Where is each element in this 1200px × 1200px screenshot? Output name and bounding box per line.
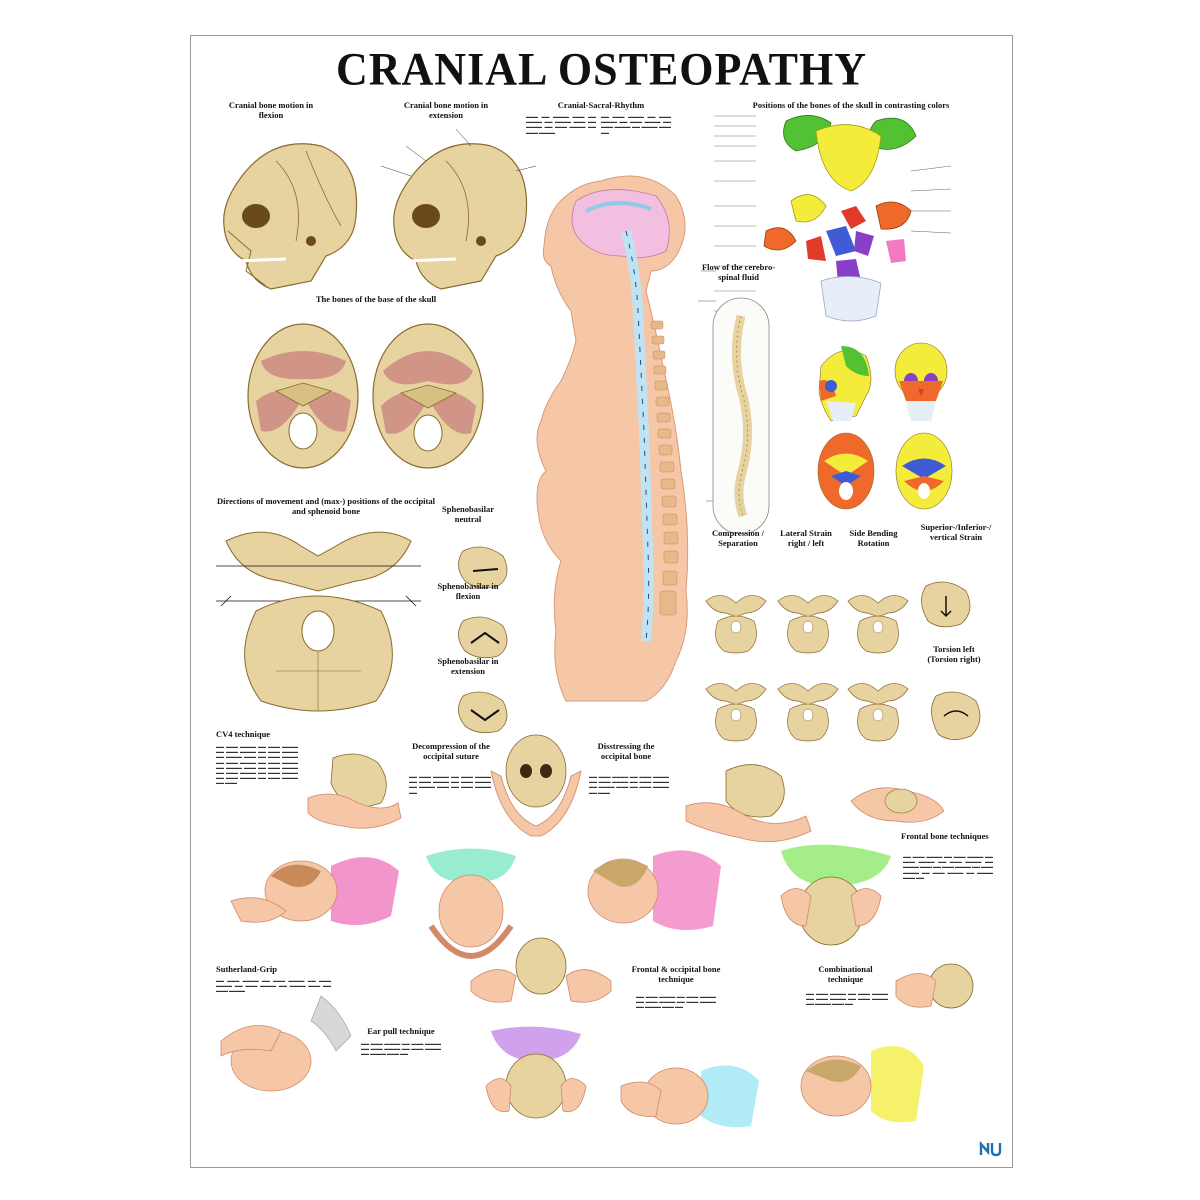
heading-sb-extension: Sphenobasilar in extension xyxy=(437,656,499,676)
colored-skull-lateral xyxy=(811,341,876,426)
skull-extension-illustration xyxy=(380,128,537,301)
heading-vertical: Superior-/Inferior-/ vertical Strain xyxy=(920,522,992,542)
heading-torsion: Torsion left (Torsion right) xyxy=(927,644,981,664)
heading-compression: Compression / Separation xyxy=(711,528,765,548)
heading-frontal: Frontal bone techniques xyxy=(901,831,989,841)
poster-title: CRANIAL OSTEOPATHY xyxy=(335,43,867,96)
patient-head-3-illustration xyxy=(563,846,723,936)
rhythm-text-block-2: ▬▬ ▬▬▬ ▬▬▬▬ ▬▬ ▬▬▬ ▬▬▬▬ ▬▬ ▬▬▬ ▬▬▬▬ ▬▬ ▬… xyxy=(601,114,671,135)
heading-base: The bones of the base of the skull xyxy=(315,294,437,304)
exploded-skull-illustration xyxy=(756,111,966,331)
cv4-technique-illustration xyxy=(303,748,403,838)
patient-head-4-illustration xyxy=(751,841,901,951)
heading-sidebending: Side Bending Rotation xyxy=(849,528,898,548)
heading-cv4: CV4 technique xyxy=(216,729,271,739)
rhythm-text-block: ▬▬▬ ▬▬ ▬▬▬▬ ▬▬▬ ▬▬ ▬▬▬▬ ▬▬ ▬▬▬▬ ▬▬▬ ▬▬ ▬… xyxy=(526,114,596,135)
heading-earpull: Ear pull technique xyxy=(367,1026,435,1036)
heading-combinational: Combinational technique xyxy=(818,964,873,984)
heading-sb-flexion: Sphenobasilar in flexion xyxy=(437,581,499,601)
heading-disstressing: Disstressing the occipital bone xyxy=(597,741,655,761)
decompression-text-block: ▬▬ ▬▬▬ ▬▬▬▬ ▬▬ ▬▬▬ ▬▬▬▬ ▬▬ ▬▬▬ ▬▬▬▬ ▬▬ ▬… xyxy=(409,774,491,795)
colored-skull-base-left xyxy=(816,431,876,511)
earpull-text-block: ▬▬ ▬▬▬ ▬▬▬▬ ▬▬ ▬▬▬ ▬▬▬▬ ▬▬ ▬▬▬ ▬▬▬▬ ▬▬ ▬… xyxy=(361,1041,441,1057)
sutherland-text-block: ▬▬ ▬▬▬ ▬▬▬▬ ▬▬ ▬▬▬ ▬▬▬▬ ▬▬ ▬▬▬ ▬▬▬▬ ▬▬ ▬… xyxy=(216,978,331,994)
disstressing-illustration xyxy=(481,731,591,841)
skull-hands-illustration xyxy=(470,931,612,1011)
earpull-illustration xyxy=(471,1026,601,1136)
patient-head-1-illustration xyxy=(230,846,401,936)
heading-decompression: Decompression of the occipital suture xyxy=(412,741,490,761)
heading-sb-neutral: Sphenobasilar neutral xyxy=(442,504,494,524)
sb-flexion-illustration xyxy=(453,611,513,661)
heading-flexion: Cranial bone motion in flexion xyxy=(228,100,314,120)
heading-extension: Cranial bone motion in extension xyxy=(403,100,489,120)
patient-head-2-illustration xyxy=(416,846,526,961)
frontal-hold-illustration xyxy=(846,771,946,831)
vertical-strain-illustration xyxy=(916,576,976,631)
heading-rhythm: Cranial-Sacral-Rhythm xyxy=(557,100,645,110)
patient-yellow-illustration xyxy=(776,1031,926,1131)
patient-blue-illustration xyxy=(620,1041,761,1131)
colored-skull-base-right xyxy=(894,431,954,511)
spine-capsule-illustration xyxy=(711,296,771,536)
occipital-hold-illustration xyxy=(685,756,816,846)
heading-sutherland: Sutherland-Grip xyxy=(216,964,277,974)
torsion-illustration xyxy=(926,686,986,746)
sb-extension-illustration xyxy=(453,686,513,736)
heading-directions: Directions of movement and (max-) positi… xyxy=(217,496,435,516)
sphenoid-occipital-illustration xyxy=(216,521,421,721)
exploded-skull-label-lines xyxy=(714,111,756,321)
strain-patterns-illustration xyxy=(705,591,921,751)
sutherland-grip-illustration xyxy=(211,991,361,1101)
skull-base-left-illustration xyxy=(246,321,361,471)
poster: CRANIAL OSTEOPATHY Cranial bone motion i… xyxy=(190,35,1013,1168)
frontal-text-block: ▬▬ ▬▬▬ ▬▬▬▬ ▬▬ ▬▬▬ ▬▬▬▬ ▬▬ ▬▬▬ ▬▬▬▬ ▬▬ ▬… xyxy=(903,854,993,880)
heading-frontal-occipital: Frontal & occipital bone technique xyxy=(631,964,721,984)
colored-skull-frontal xyxy=(891,341,951,426)
skull-flexion-illustration xyxy=(216,131,366,301)
publisher-logo xyxy=(978,1139,1004,1161)
combinational-text-block: ▬▬ ▬▬▬ ▬▬▬▬ ▬▬ ▬▬▬ ▬▬▬▬ ▬▬ ▬▬▬ ▬▬▬▬ ▬▬ ▬… xyxy=(806,991,888,1007)
skull-base-right-illustration xyxy=(371,321,486,471)
sb-neutral-illustration xyxy=(453,541,513,591)
heading-flow: Flow of the cerebro-spinal fluid xyxy=(701,262,776,282)
heading-colors: Positions of the bones of the skull in c… xyxy=(752,100,950,110)
heading-lateral: Lateral Strain right / left xyxy=(780,528,832,548)
cv4-text-block: ▬▬ ▬▬▬ ▬▬▬▬ ▬▬ ▬▬▬ ▬▬▬▬ ▬▬ ▬▬▬ ▬▬▬▬ ▬▬ ▬… xyxy=(216,744,298,786)
frontal-occipital-text-block: ▬▬ ▬▬▬ ▬▬▬▬ ▬▬ ▬▬▬ ▬▬▬▬ ▬▬ ▬▬▬ ▬▬▬▬ ▬▬ ▬… xyxy=(636,994,716,1010)
disstressing-text-block: ▬▬ ▬▬▬ ▬▬▬▬ ▬▬ ▬▬▬ ▬▬▬▬ ▬▬ ▬▬▬ ▬▬▬▬ ▬▬ ▬… xyxy=(589,774,669,795)
combinational-hold-illustration xyxy=(895,951,996,1021)
human-figure-csf-illustration xyxy=(526,171,716,731)
